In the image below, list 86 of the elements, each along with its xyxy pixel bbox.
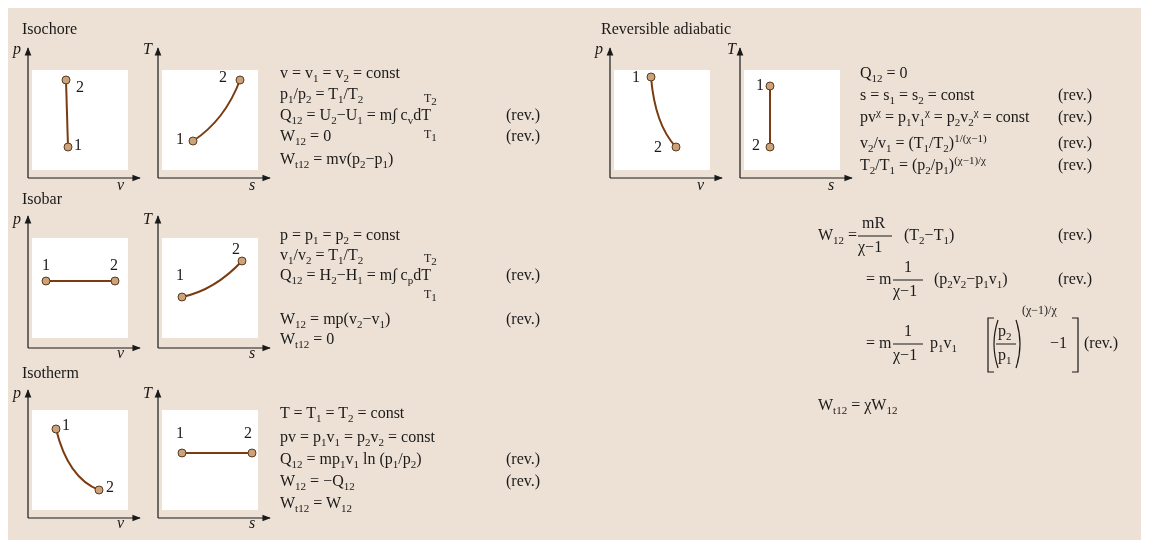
note: (rev.)	[1058, 86, 1093, 104]
exponent: (χ−1)/χ	[1022, 304, 1057, 317]
state-number: 2	[106, 478, 114, 496]
axis-label: T	[143, 40, 152, 58]
axis-label: p	[13, 40, 21, 58]
equation: W$_{12}$ = 0	[280, 127, 332, 145]
state-number: 2	[219, 68, 227, 86]
axis-label: s	[249, 176, 256, 194]
equation: W$_{t12}$ = mv(p$_{2}$−p$_{1}$)	[280, 150, 394, 168]
state-number: 1	[176, 266, 184, 284]
axis-label: v	[697, 176, 705, 194]
equation: W$_{12}$ =	[818, 226, 858, 244]
fraction-numerator: mR	[862, 214, 886, 232]
equation: v$_{1}$/v$_{2}$ = T$_{1}$/T$_{2}$	[280, 246, 364, 264]
equation: v = v$_{1}$ = v$_{2}$ = const	[280, 64, 400, 82]
fraction-numerator: p$_{2}$	[998, 322, 1012, 340]
state-number: 1	[62, 416, 70, 434]
state-number: 2	[752, 136, 760, 154]
axis-label: v	[117, 344, 125, 362]
equation: p$_{1}$/p$_{2}$ = T$_{1}$/T$_{2}$	[280, 85, 364, 103]
equation: = m	[866, 334, 892, 352]
fraction-denominator: χ−1	[893, 282, 918, 300]
state-number: 2	[232, 240, 240, 258]
equation: p$_{1}$v$_{1}$	[930, 334, 957, 352]
equation: p = p$_{1}$ = p$_{2}$ = const	[280, 226, 400, 244]
note: (rev.)	[506, 472, 541, 490]
equation: T$_{2}$/T$_{1}$ = (p$_{2}$/p$_{1}$)$^{(χ−1)/χ}$	[860, 156, 986, 174]
state-number: 1	[632, 68, 640, 86]
fraction-numerator: 1	[904, 322, 912, 340]
state-number: 1	[176, 424, 184, 442]
note: (rev.)	[1058, 270, 1093, 288]
section-heading: Isobar	[22, 190, 62, 208]
axis-label: v	[117, 514, 125, 532]
equation: W$_{t12}$ = W$_{12}$	[280, 494, 352, 512]
equation: pv = p$_{1}$v$_{1}$ = p$_{2}$v$_{2}$ = const	[280, 428, 435, 446]
state-number: 2	[244, 424, 252, 442]
state-number: 2	[76, 78, 84, 96]
state-number: 2	[654, 138, 662, 156]
note: (rev.)	[1084, 334, 1119, 352]
section-heading: Reversible adiabatic	[601, 20, 732, 38]
axis-label: s	[249, 514, 256, 532]
equation: Q$_{12}$ = mp$_{1}$v$_{1}$ ln (p$_{1}$/p$_{2}$)	[280, 450, 422, 468]
axis-label: p	[13, 384, 21, 402]
equation: = m	[866, 270, 892, 288]
axis-label: p	[595, 40, 603, 58]
equation: Q$_{12}$ = H$_{2}$−H$_{1}$ = m∫ c$_{p}$dT	[280, 266, 431, 284]
axis-label: s	[828, 176, 835, 194]
section-heading: Isochore	[22, 20, 78, 38]
note: (rev.)	[1058, 156, 1093, 174]
note: (rev.)	[1058, 108, 1093, 126]
equation: (T$_{2}$−T$_{1}$)	[904, 226, 955, 244]
equation: −1	[1050, 334, 1068, 352]
note: (rev.)	[506, 106, 541, 124]
axis-label: v	[117, 176, 125, 194]
note: (rev.)	[506, 127, 541, 145]
axis-label: T	[143, 384, 152, 402]
equation: Q$_{12}$ = 0	[860, 64, 908, 82]
axis-label: p	[13, 210, 21, 228]
state-number: 2	[110, 256, 118, 274]
fraction-denominator: χ−1	[858, 238, 883, 256]
equation: s = s$_{1}$ = s$_{2}$ = const	[860, 86, 975, 104]
note: (rev.)	[506, 310, 541, 328]
equation: W$_{t12}$ = 0	[280, 330, 335, 348]
equation: v$_{2}$/v$_{1}$ = (T$_{1}$/T$_{2}$)$^{1/(χ−1)}$	[860, 134, 987, 152]
fraction-denominator: χ−1	[893, 346, 918, 364]
equation: W$_{12}$ = mp(v$_{2}$−v$_{1}$)	[280, 310, 391, 328]
note: (rev.)	[506, 450, 541, 468]
axis-label: s	[249, 344, 256, 362]
equation: W$_{t12}$ = χW$_{12}$	[818, 396, 898, 414]
equation: pv$^{χ}$ = p$_{1}$v$_{1}$$^{χ}$ = p$_{2}$v$_{2}$$^{χ}$ = const	[860, 108, 1030, 126]
state-number: 1	[756, 76, 764, 94]
equation: (p$_{2}$v$_{2}$−p$_{1}$v$_{1}$)	[934, 270, 1008, 288]
state-number: 1	[42, 256, 50, 274]
equation: T = T$_{1}$ = T$_{2}$ = const	[280, 404, 405, 422]
note: (rev.)	[1058, 134, 1093, 152]
equation: Q$_{12}$ = U$_{2}$−U$_{1}$ = m∫ c$_{v}$dT	[280, 106, 431, 124]
state-number: 1	[176, 130, 184, 148]
state-number: 1	[74, 136, 82, 154]
note: (rev.)	[506, 266, 541, 284]
axis-label: T	[727, 40, 736, 58]
section-heading: Isotherm	[22, 364, 79, 382]
equation: W$_{12}$ = −Q$_{12}$	[280, 472, 355, 490]
note: (rev.)	[1058, 226, 1093, 244]
fraction-numerator: 1	[904, 258, 912, 276]
fraction-denominator: p$_{1}$	[998, 346, 1012, 364]
axis-label: T	[143, 210, 152, 228]
